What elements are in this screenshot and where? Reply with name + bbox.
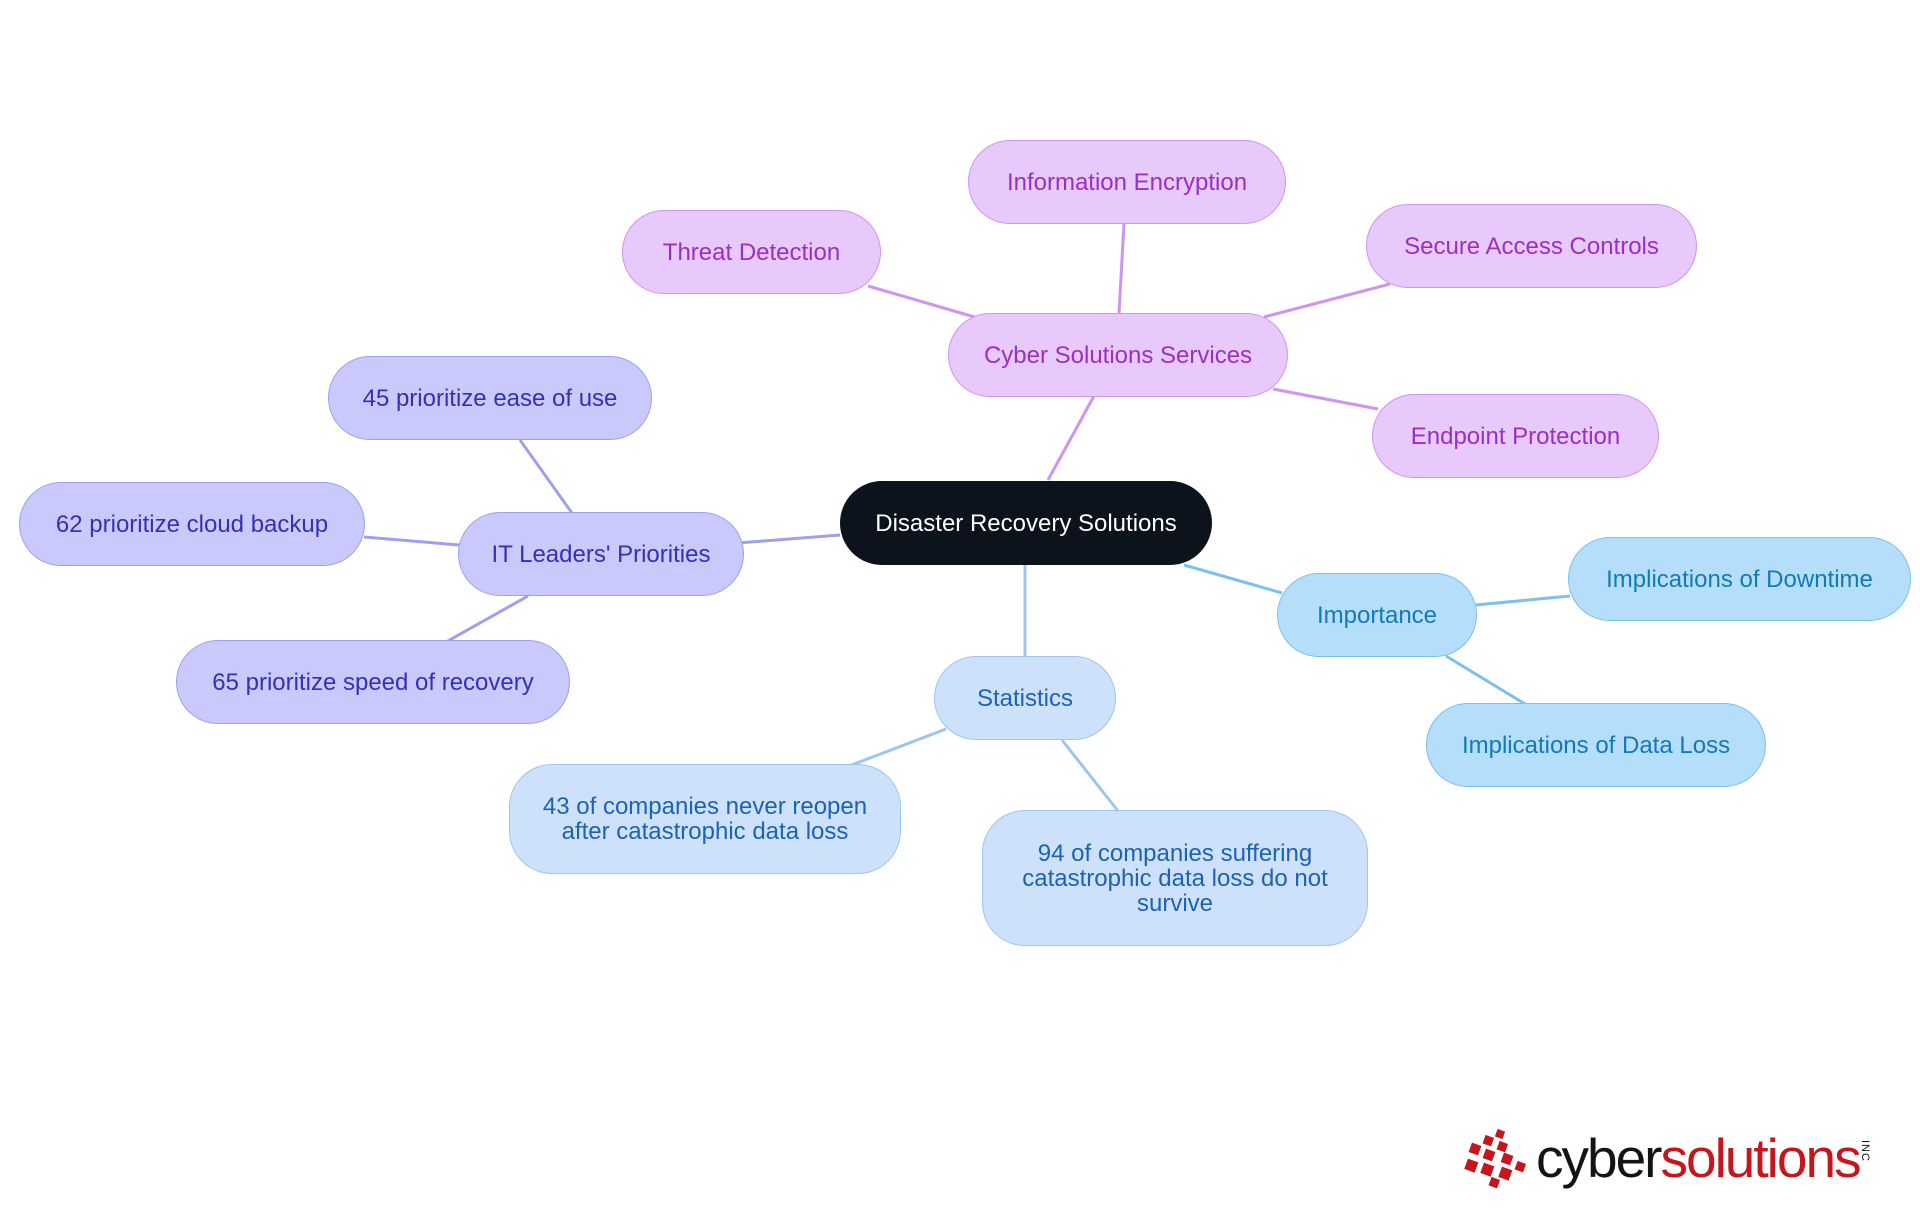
company-logo: cybersolutions INC: [1462, 1122, 1882, 1194]
link-services-access: [1263, 282, 1391, 319]
node-implications-of-data-loss: Implications of Data Loss: [1426, 703, 1766, 787]
root-node: Disaster Recovery Solutions: [840, 481, 1212, 565]
link-services-endpoint: [1272, 387, 1379, 411]
node-speed-of-recovery: 65 prioritize speed of recovery: [176, 640, 570, 724]
logo-text-cyber: cyber: [1536, 1127, 1662, 1189]
link-services-threat: [867, 284, 979, 320]
branch-cyber-solutions-services: Cyber Solutions Services: [948, 313, 1288, 397]
link-statistics-94: [1060, 739, 1120, 812]
branch-statistics: Statistics: [934, 656, 1116, 740]
link-root-priorities: [737, 533, 841, 545]
node-cloud-backup: 62 prioritize cloud backup: [19, 482, 365, 566]
node-threat-detection: Threat Detection: [622, 210, 881, 294]
node-stat-43-never-reopen: 43 of companies never reopen after catas…: [509, 764, 901, 874]
link-importance-downtime: [1475, 594, 1571, 607]
logo-mark-icon: [1464, 1128, 1527, 1188]
link-priorities-cloud: [363, 535, 460, 547]
node-information-encryption: Information Encryption: [968, 140, 1286, 224]
branch-importance: Importance: [1277, 573, 1477, 657]
logo-wordmark: cybersolutions: [1536, 1127, 1862, 1189]
link-statistics-43: [848, 727, 947, 768]
node-secure-access-controls: Secure Access Controls: [1366, 204, 1697, 288]
logo-inc-suffix: INC: [1859, 1140, 1871, 1162]
link-services-encryption: [1117, 223, 1126, 314]
branch-it-leaders-priorities: IT Leaders' Priorities: [458, 512, 744, 596]
node-ease-of-use: 45 prioritize ease of use: [328, 356, 652, 440]
node-implications-of-downtime: Implications of Downtime: [1568, 537, 1911, 621]
node-endpoint-protection: Endpoint Protection: [1372, 394, 1659, 478]
link-priorities-ease: [518, 439, 574, 514]
link-root-services: [1046, 395, 1096, 481]
logo-text-solutions: solutions: [1660, 1127, 1862, 1189]
link-importance-dataloss: [1445, 654, 1526, 706]
node-stat-94-do-not-survive: 94 of companies suffering catastrophic d…: [982, 810, 1368, 946]
link-root-importance: [1183, 563, 1283, 595]
link-priorities-speed: [445, 594, 529, 644]
